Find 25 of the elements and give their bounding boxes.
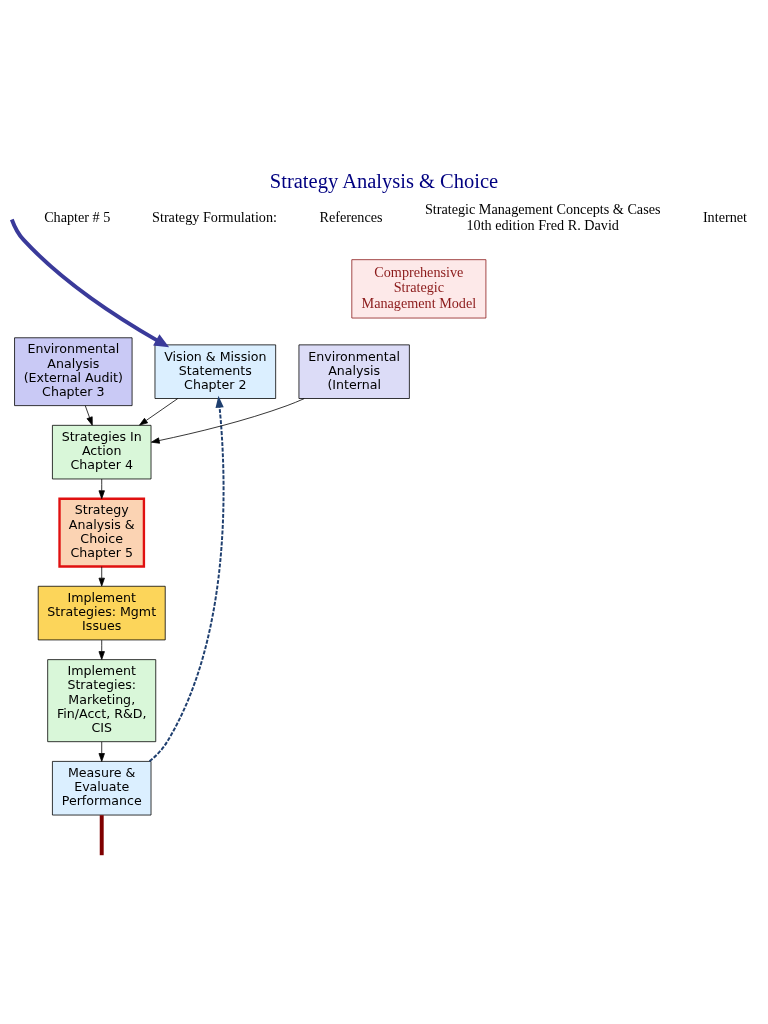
node-box: Comprehensive Strategic Management Model <box>351 259 487 319</box>
arrow <box>84 405 93 426</box>
node-box: Implement Strategies: Marketing, Fin/Acct, R&D, CIS <box>47 659 157 743</box>
node-box: Vision & Mission Statements Chapter 2 <box>154 344 277 399</box>
connector <box>99 815 104 856</box>
node-box: Environmental Analysis (External Audit) Chapter 3 <box>14 337 133 406</box>
arrow <box>148 395 225 763</box>
node-box: Implement Strategies: Mgmt Issues <box>37 585 166 641</box>
node-box: Environmental Analysis (Internal <box>298 344 410 399</box>
node-box: Measure & Evaluate Performance <box>52 761 152 816</box>
label: Chapter # 5 <box>44 209 111 226</box>
arrow <box>151 398 305 444</box>
arrow <box>98 478 105 500</box>
arrow <box>139 398 179 426</box>
label: Strategy Formulation: <box>152 209 277 226</box>
arrow <box>98 639 105 660</box>
node-box: Strategy Analysis & Choice Chapter 5 <box>58 497 146 568</box>
arrow <box>9 218 170 348</box>
label: References <box>319 209 383 226</box>
label: Strategic Management Concepts & Cases 10th edition Fred R. David <box>424 201 661 233</box>
label: Internet <box>702 209 747 226</box>
arrow <box>98 741 105 762</box>
diagram-title: Strategy Analysis & Choice <box>269 169 499 192</box>
arrow <box>98 566 105 587</box>
node-box: Strategies In Action Chapter 4 <box>52 424 152 480</box>
